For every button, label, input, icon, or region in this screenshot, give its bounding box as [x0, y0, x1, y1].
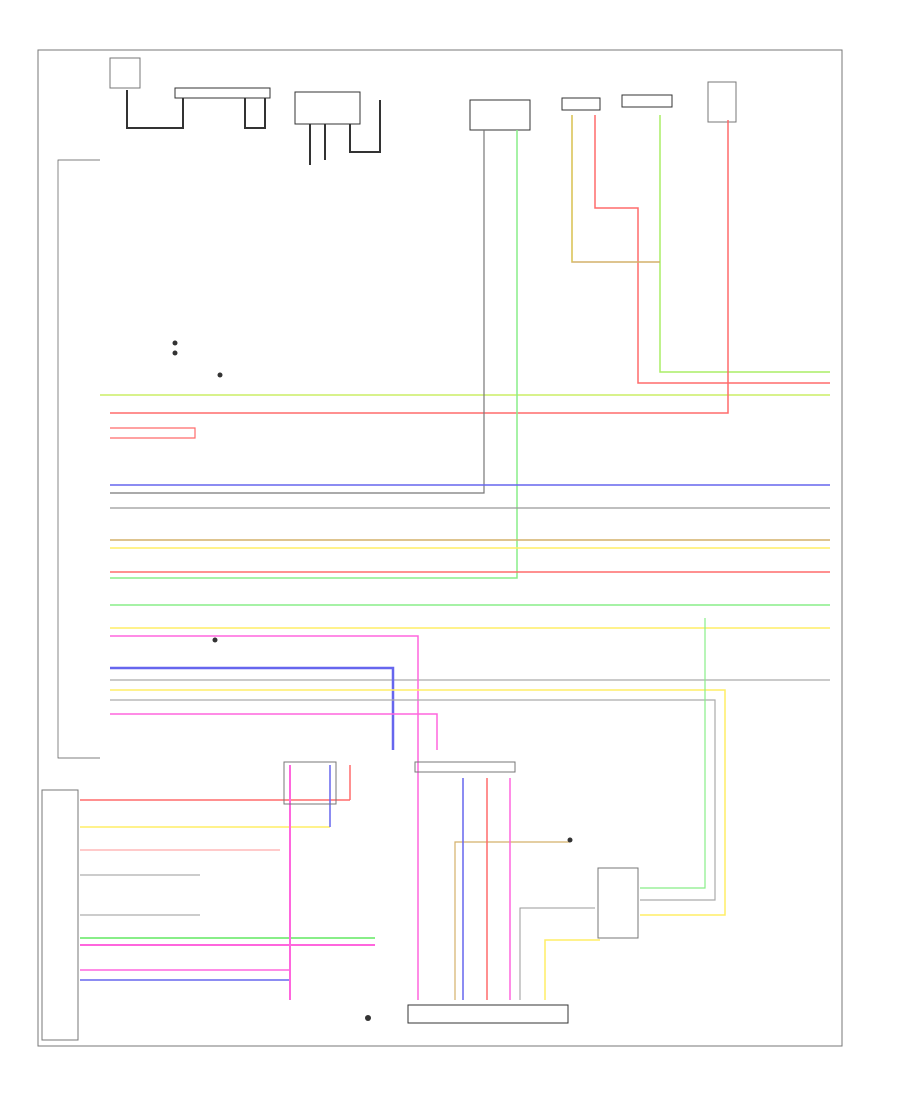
wire-green-3 — [640, 618, 706, 889]
component-box-1 — [109, 57, 141, 89]
component-box-left-lower — [41, 789, 79, 1041]
diagram-frame — [37, 49, 843, 1047]
component-box-2 — [174, 87, 271, 99]
component-box-lower-2 — [414, 761, 516, 773]
component-box-7 — [707, 81, 737, 123]
component-box-right — [597, 867, 639, 939]
wire-box2-a — [126, 90, 184, 129]
wire-tan-1 — [571, 115, 660, 263]
wire-red-1 — [594, 115, 830, 384]
wire-box2-b — [244, 98, 266, 129]
wire-pink-2 — [110, 713, 438, 750]
wire-gray-right-low — [519, 907, 595, 1000]
wire-gray-3 — [110, 699, 716, 901]
wire-gray-1 — [110, 130, 485, 494]
wire-tan-right-low — [454, 841, 570, 1000]
component-box-4 — [469, 99, 531, 131]
wire-green-1 — [659, 115, 830, 373]
component-box-3 — [294, 91, 361, 125]
left-bus — [57, 159, 100, 759]
wire-yellow-right-low — [544, 939, 600, 1000]
wire-blue-2 — [110, 666, 395, 750]
component-box-bottom — [407, 1004, 569, 1024]
wire-yellow-3 — [110, 689, 726, 916]
ground-icon — [172, 340, 573, 1021]
component-box-6 — [621, 94, 673, 108]
component-box-lower-1 — [283, 761, 337, 805]
top-components — [109, 57, 737, 165]
wire-box3-a — [349, 100, 381, 153]
wire-red-loop — [110, 427, 196, 439]
wire-green-2 — [110, 130, 518, 579]
wire-pink-1 — [110, 635, 419, 1000]
wire-red-2 — [110, 120, 729, 414]
wires — [80, 115, 830, 1000]
component-box-5 — [561, 97, 601, 111]
